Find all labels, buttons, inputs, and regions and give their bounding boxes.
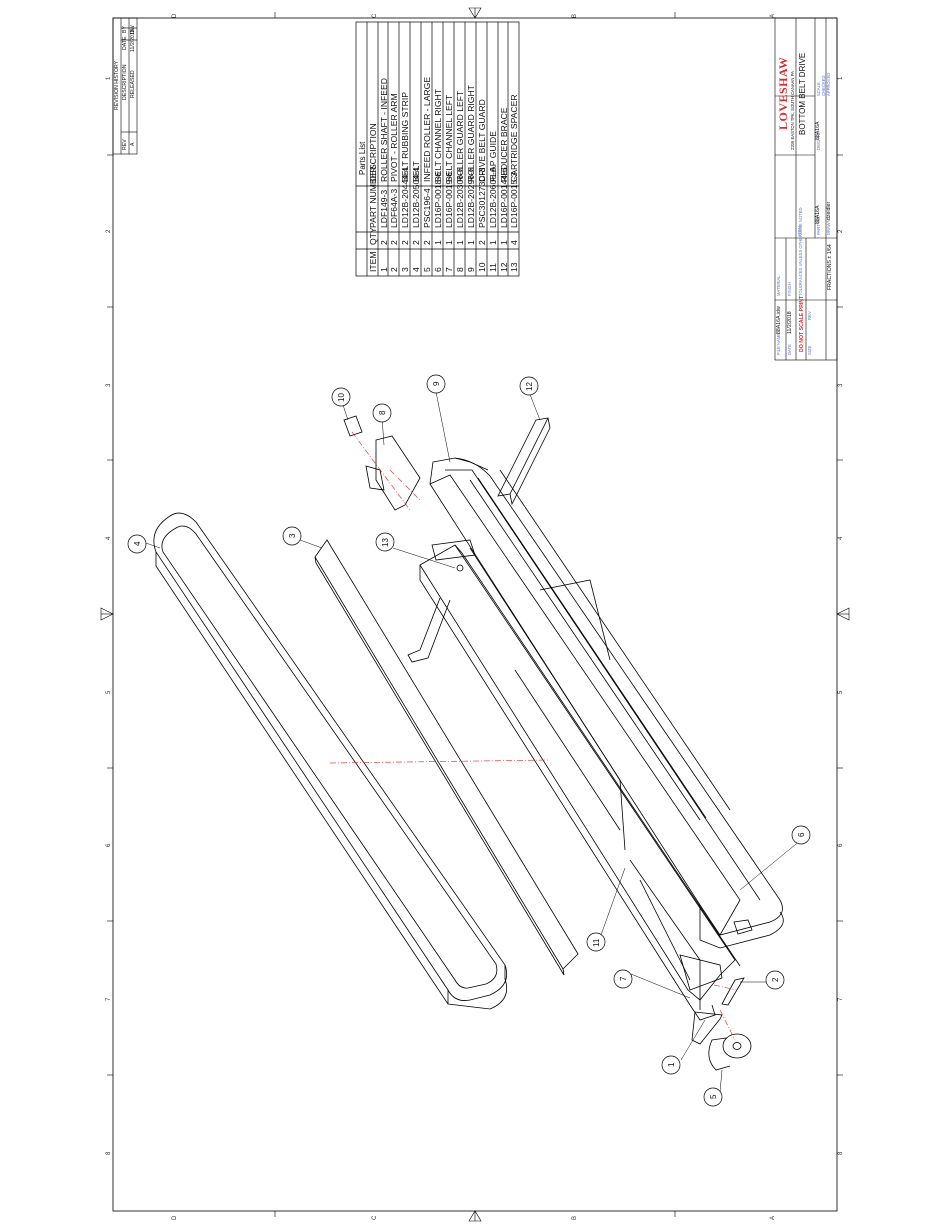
revision-row-description: RELEASED [130,70,136,98]
part-belt [153,512,508,1010]
zone-letter-top: D [172,13,178,18]
centerlines [329,431,737,1041]
parts-list-cell: 4 [509,240,519,245]
drawn-by: dzeidler [826,201,832,220]
callout-number: 3 [287,533,297,539]
fractions-tolerance: FRACTIONS ± 1/64 [827,244,833,290]
zone-letter-top: B [572,13,578,18]
zone-number-right: 5 [838,690,844,694]
zone-number-right: 4 [838,536,844,540]
parts-list-cell: CARTRIDGE SPACER [509,94,519,182]
zone-letter-top: C [372,13,378,18]
revision-history-grid [112,17,138,155]
revision-header-date: DATE [122,36,128,50]
centering-marks [100,7,850,1222]
revision-history-title: REVISION HISTORY [114,60,120,110]
zone-number-left: 3 [106,383,112,387]
zone-number-right: 8 [838,1151,844,1155]
callout-number: 13 [380,537,390,547]
title-block-grid [774,17,838,361]
revision-row-rev: A [130,142,136,146]
zone-ticks [101,8,849,1221]
tolerances-header: TOLERANCES UNLESS OTHERWISE NOTED [798,207,803,297]
zone-number-right: 7 [838,997,844,1001]
callout-number: 9 [431,381,441,387]
label-approved: APPROVED [826,72,831,96]
drawing-date: 11/2/2018 [787,311,793,334]
part-rubbing-strip [314,539,579,976]
callout-number: 12 [524,381,534,391]
zone-letter-bottom: B [572,1215,578,1220]
part-reducer-brace [497,417,551,506]
zone-number-left: 5 [106,690,112,694]
zone-number-left: 7 [106,997,112,1001]
callout-number: 1 [666,1062,676,1068]
zone-number-right: 1 [838,76,844,80]
zone-letter-bottom: A [770,1215,776,1220]
company-logo: LOVESHAW [776,56,790,130]
callout-number: 2 [770,977,780,983]
part-infeed-roller [691,977,752,1071]
zone-number-left: 2 [106,229,112,233]
parts-list-grid [355,21,520,277]
callout-number: 5 [708,1094,718,1100]
zone-number-right: 2 [838,229,844,233]
revision-row-by: DW [130,25,136,34]
do-not-scale-note: DO NOT SCALE PRINT [799,295,805,352]
zone-letter-bottom: D [172,1215,178,1220]
zone-letter-top: A [770,13,776,18]
label-finish: FINISH [787,282,792,296]
drawing-title: BOTTOM BELT DRIVE [798,52,807,135]
company-address: 2206 EASTON TPK, SOUTH CANAAN PA [790,71,795,150]
zone-number-left: 8 [106,1151,112,1155]
part-cartridge-spacer [407,539,476,663]
part-number: 88A16A [815,205,821,224]
label-date: DATE [787,344,792,355]
label-file-name: FILE NAME [776,332,781,355]
file-name: 88A16A.idw [776,306,782,334]
drawing-number: 88A16A [815,121,821,140]
callout-number: 4 [132,541,142,547]
callout-number: 7 [618,976,628,982]
zone-number-right: 6 [838,843,844,847]
zone-number-left: 6 [106,843,112,847]
callout-number: 10 [336,392,346,402]
callout-balloons [127,374,811,1107]
revision-header-by: BY [122,26,128,33]
label-drawn: DRAWN [826,219,831,235]
callout-number: 11 [591,938,601,947]
zone-letter-bottom: C [372,1215,378,1220]
callout-number: 8 [377,410,387,416]
part-roller-guard [343,415,421,511]
label-rev: REV [807,311,812,320]
callout-number: 6 [796,832,806,838]
revision-header-rev: REV [122,139,128,150]
label-size: SIZE [807,345,812,355]
label-material: MATERIAL [776,275,781,296]
zone-number-left: 1 [106,76,112,80]
callout-leaders [145,391,802,1093]
revision-header-description: DESCRIPTION [122,64,128,100]
zone-number-right: 3 [838,383,844,387]
zone-number-left: 4 [106,536,112,540]
parts-list-cell: 13 [509,262,519,272]
part-belt-channels [419,457,784,1021]
